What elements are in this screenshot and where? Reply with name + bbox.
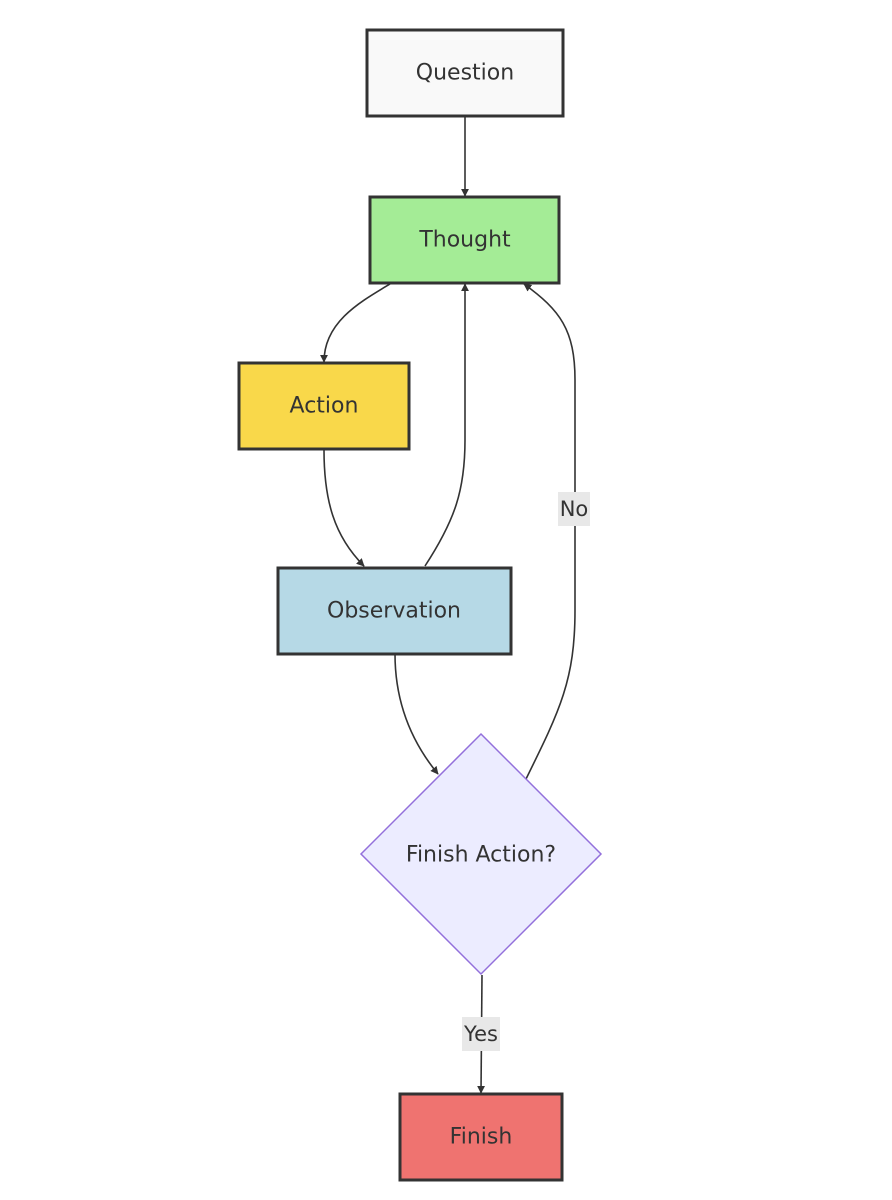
node-finish-label: Finish [450, 1125, 513, 1150]
edge-thought-to-action [320, 283, 391, 363]
node-observation-box [276, 566, 513, 656]
node-decision-label: Finish Action? [406, 843, 556, 868]
edge-observation-to-thought [424, 283, 469, 567]
node-question: Question [365, 28, 565, 118]
edge-label-yes: Yes [462, 1017, 500, 1051]
node-thought: Thought [368, 195, 561, 285]
edges [320, 117, 576, 1094]
node-action-box [237, 361, 411, 451]
node-thought-label: Thought [418, 228, 511, 253]
edge-label-no-text: No [560, 497, 589, 521]
node-action: Action [237, 361, 411, 451]
edge-label-no-background [558, 492, 590, 526]
edge-action-to-observation [323, 449, 365, 567]
edge-label-no: No [558, 492, 590, 526]
edge-label-yes-background [462, 1017, 500, 1051]
node-decision: Finish Action? [359, 732, 603, 976]
node-finish-box [398, 1092, 564, 1182]
node-observation-label: Observation [327, 599, 461, 624]
node-action-label: Action [290, 394, 359, 419]
node-question-box [365, 28, 565, 118]
edge-label-yes-text: Yes [463, 1022, 498, 1046]
node-decision-diamond [359, 732, 603, 976]
node-finish: Finish [398, 1092, 564, 1182]
edge-observation-to-decision [394, 653, 439, 775]
node-observation: Observation [276, 566, 513, 656]
edge-decision-to-thought-no [523, 283, 576, 780]
node-thought-box [368, 195, 561, 285]
node-question-label: Question [416, 61, 514, 86]
